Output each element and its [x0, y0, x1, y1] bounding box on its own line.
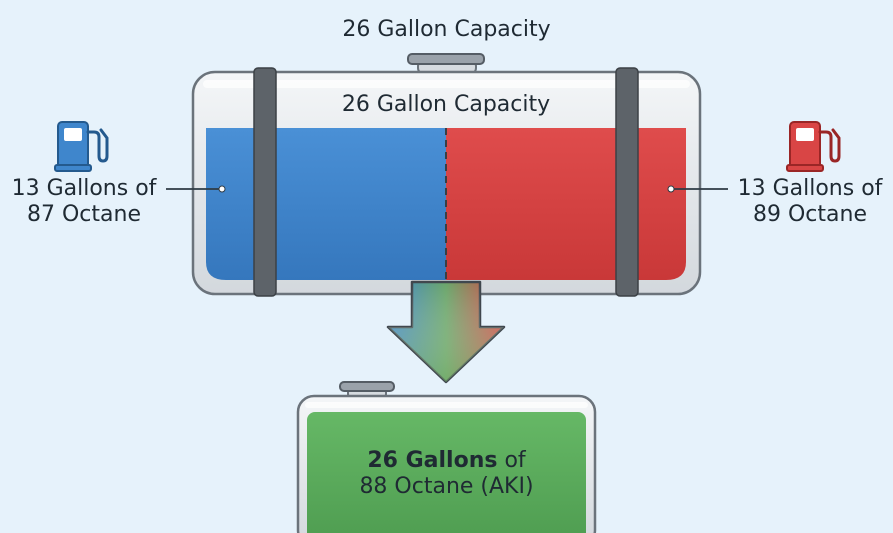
left-strap: [253, 67, 277, 297]
top-title: 26 Gallon Capacity: [0, 17, 893, 43]
left-fuel-label: 13 Gallons of 87 Octane: [4, 176, 164, 228]
blue-fuel-fill: [206, 128, 446, 280]
main-tank: [191, 53, 702, 297]
main-tank-capacity-label: 26 Gallon Capacity: [246, 92, 646, 118]
capacity-label-text: 26 Gallon Capacity: [341, 92, 551, 117]
right-leader: [667, 185, 728, 193]
mix-arrow: [386, 280, 506, 384]
result-line1: 26 Gallons of: [298, 448, 595, 474]
green-fuel-fill: [307, 412, 586, 533]
main-tank-cap: [407, 53, 485, 75]
left-fuel-line2: 87 Octane: [27, 202, 141, 227]
result-bold-text: 26 Gallons: [367, 448, 498, 473]
red-fuel-fill: [446, 128, 686, 280]
fuel-pump-icon: [786, 121, 841, 172]
result-label: 26 Gallons of 88 Octane (AKI): [298, 448, 595, 500]
result-tank-cap: [339, 381, 395, 400]
result-line2: 88 Octane (AKI): [359, 474, 534, 499]
right-fuel-line2: 89 Octane: [753, 202, 867, 227]
result-tank: [296, 381, 597, 533]
right-fuel-line1: 13 Gallons of: [737, 176, 883, 201]
result-suffix-text: of: [497, 448, 526, 473]
right-fuel-label: 13 Gallons of 89 Octane: [729, 176, 891, 228]
left-leader: [166, 185, 226, 193]
left-fuel-line1: 13 Gallons of: [11, 176, 157, 201]
fuel-pump-icon: [54, 121, 109, 172]
right-strap: [615, 67, 639, 297]
top-title-text: 26 Gallon Capacity: [342, 17, 551, 42]
